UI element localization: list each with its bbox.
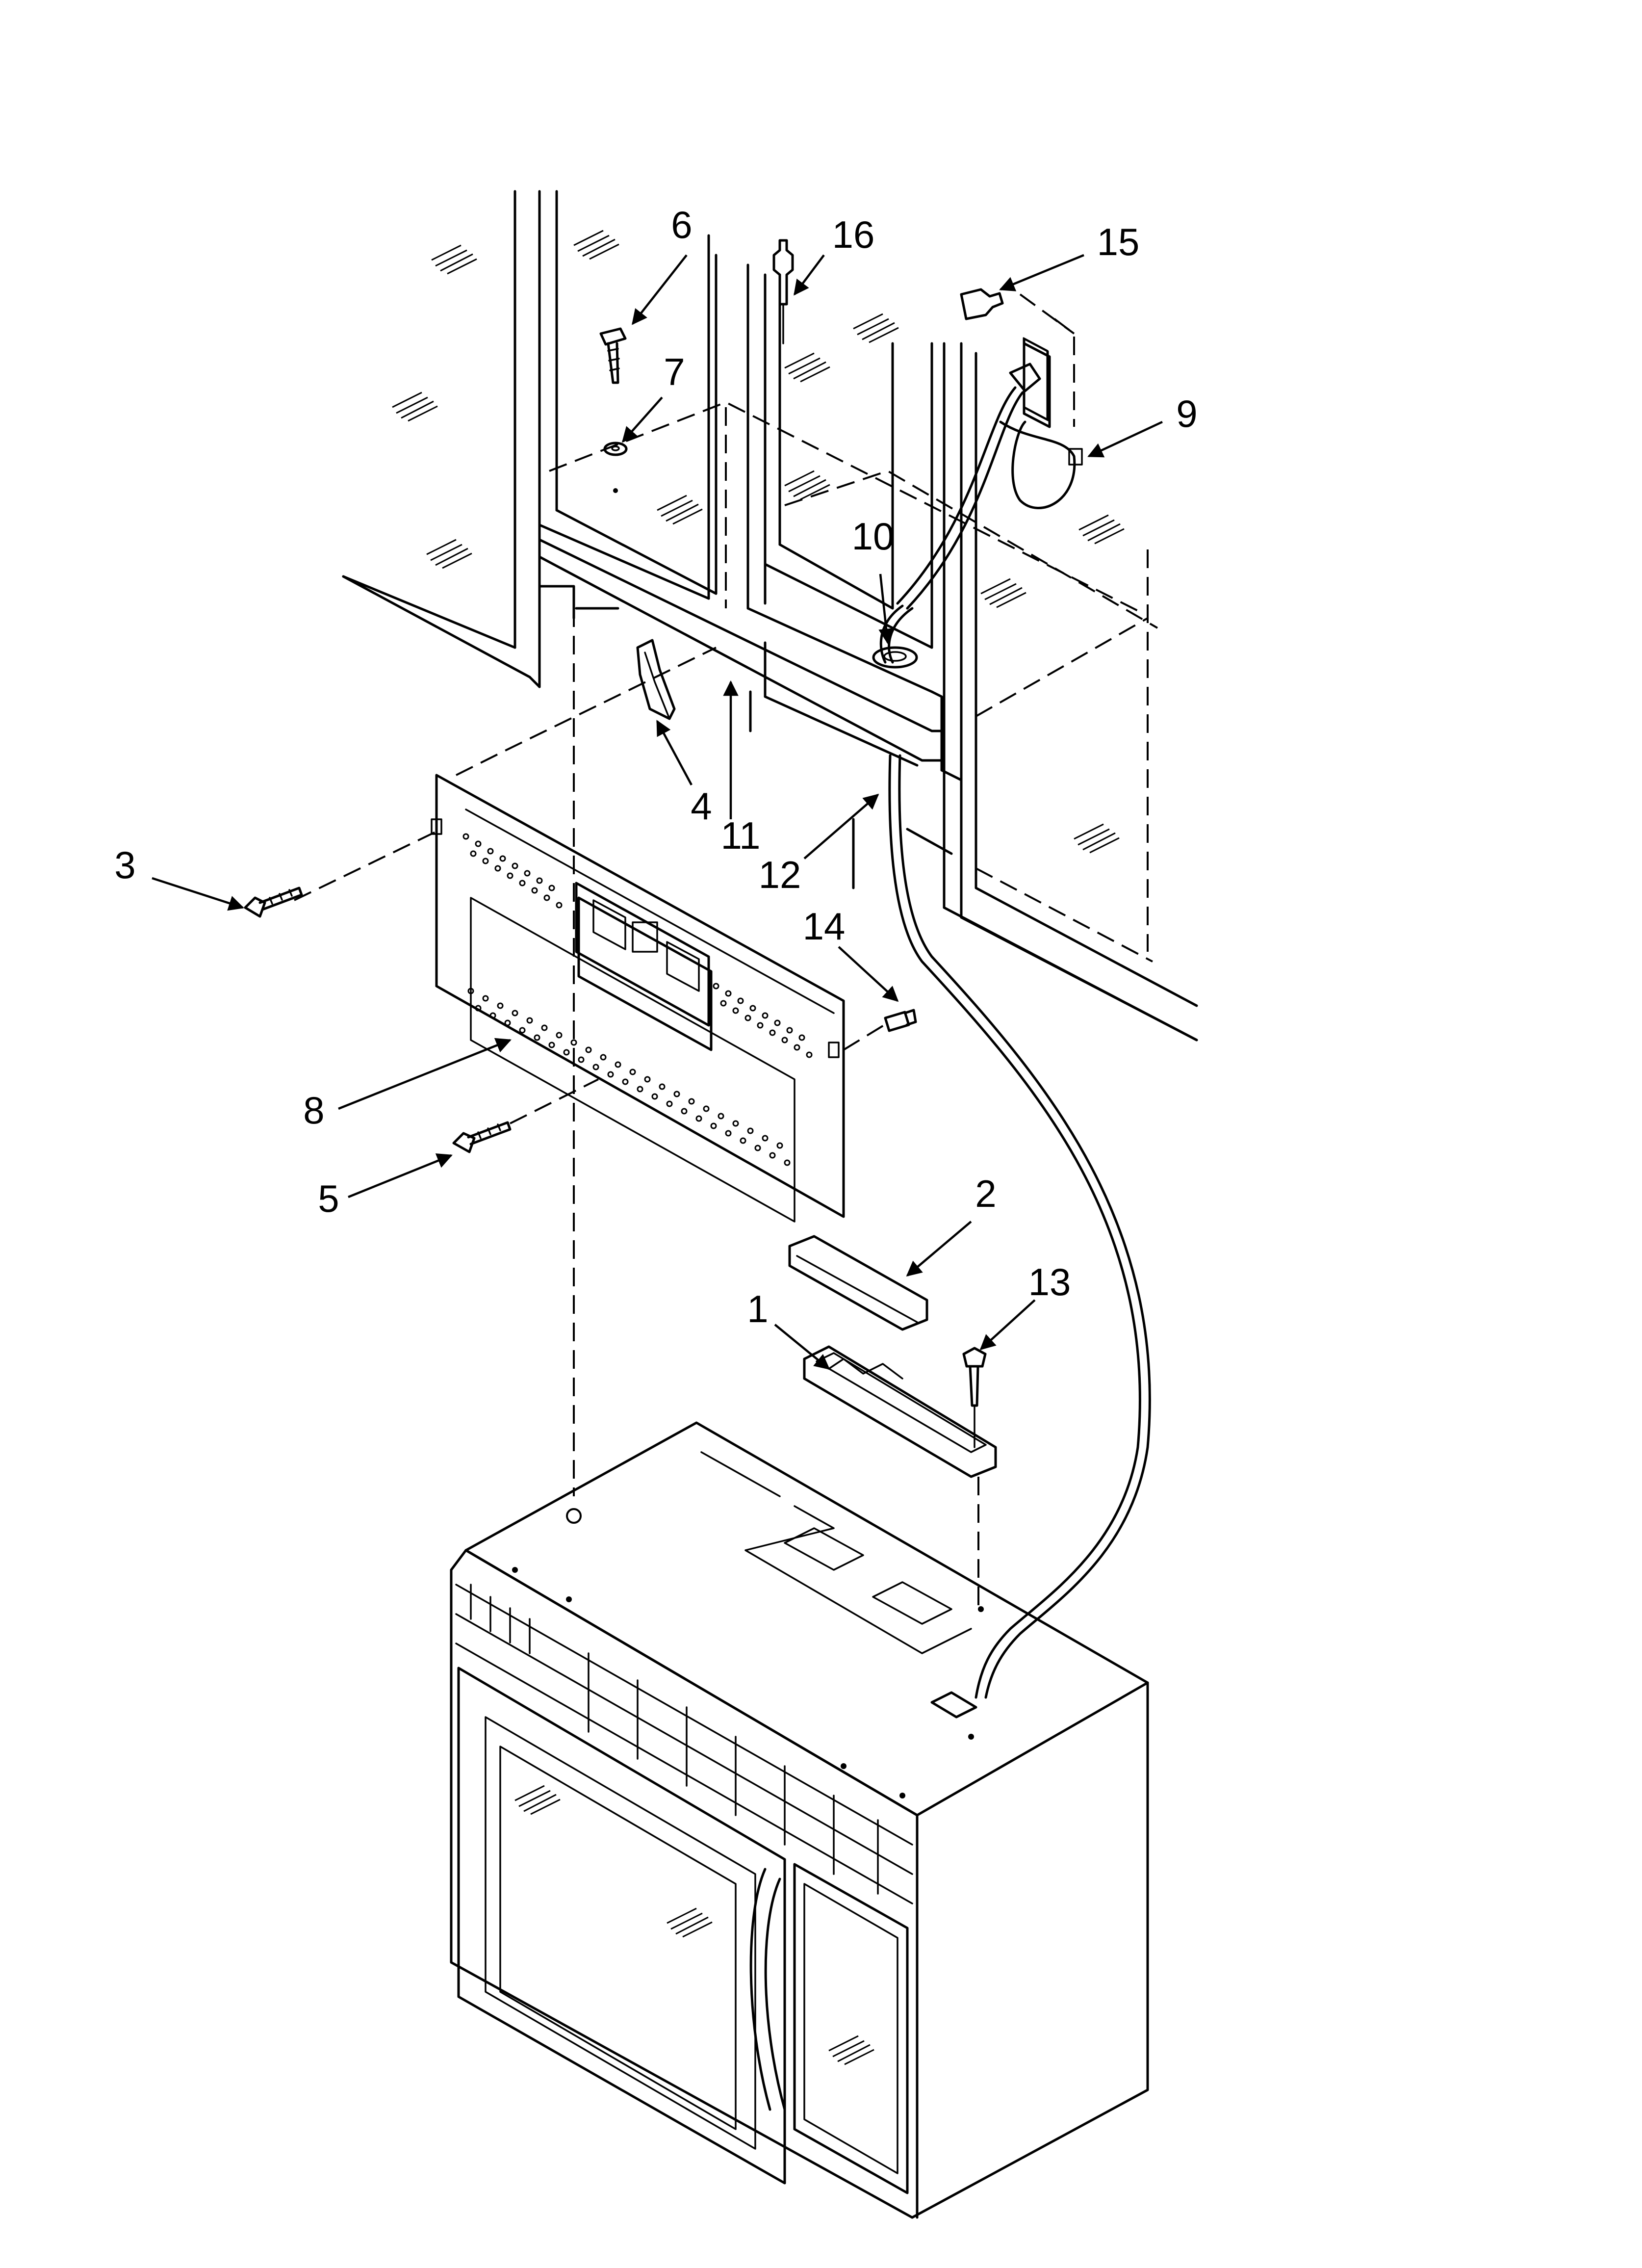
- screw-13: [962, 1347, 987, 1448]
- callout-2: 2: [975, 1172, 996, 1215]
- callout-labels: 6 7 16 15 9 10 4 11 12 3 14 8 5 2 13 1: [114, 203, 1197, 1330]
- microwave-oven: [450, 1421, 1149, 2219]
- callout-6: 6: [671, 203, 692, 246]
- leader-lines: [152, 254, 1163, 1370]
- washer-7: [603, 442, 628, 493]
- callout-8: 8: [303, 1089, 324, 1132]
- callout-9: 9: [1176, 392, 1197, 435]
- screw-6: [599, 327, 627, 384]
- screw-14: [884, 1009, 917, 1032]
- callout-10: 10: [852, 515, 895, 558]
- callout-7: 7: [664, 350, 685, 393]
- damper-2: [788, 1235, 928, 1331]
- wall-cabinets: [342, 190, 1198, 1042]
- screw-3: [244, 886, 303, 918]
- callout-1: 1: [747, 1287, 768, 1330]
- callout-5: 5: [318, 1177, 339, 1220]
- callout-3: 3: [114, 843, 135, 886]
- callout-11: 11: [721, 814, 761, 857]
- callout-13: 13: [1028, 1260, 1071, 1303]
- hanger-bracket: [636, 639, 676, 720]
- callout-12: 12: [759, 853, 801, 896]
- grommet: [872, 646, 918, 669]
- callout-14: 14: [803, 905, 846, 948]
- mounting-plate: [294, 608, 889, 1496]
- screw-5: [452, 1121, 512, 1153]
- callout-15: 15: [1097, 220, 1140, 263]
- toggle-bolt: [772, 239, 794, 344]
- callout-4: 4: [691, 784, 712, 828]
- callout-16: 16: [832, 213, 875, 256]
